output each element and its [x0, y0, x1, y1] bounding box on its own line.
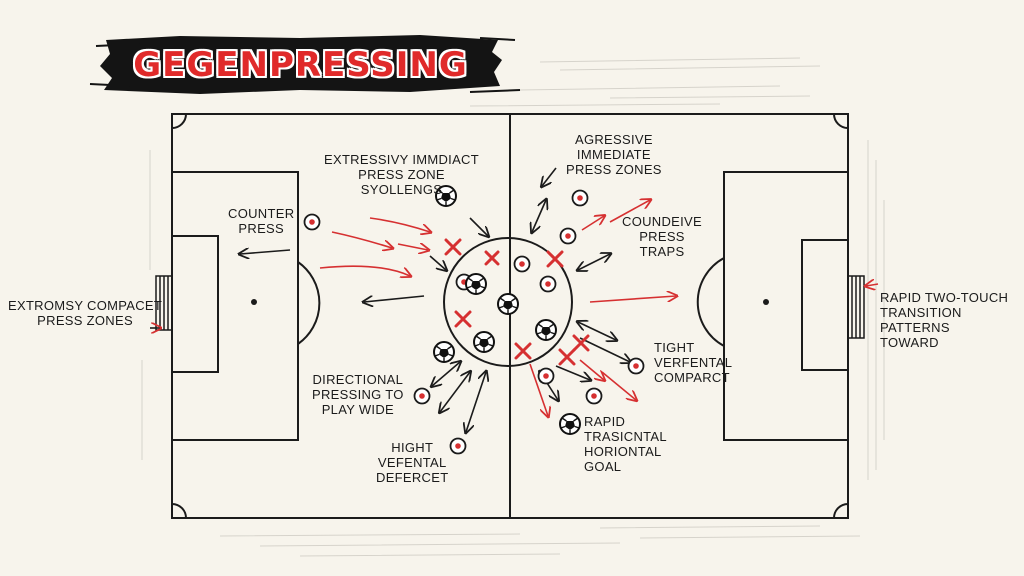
pressure-x-icon: [514, 342, 532, 360]
right-penalty-arc: [696, 257, 725, 347]
right-penalty-box: [723, 171, 849, 441]
pressure-x-icon: [558, 348, 576, 366]
label-hight-vefental: HIGHT VEFENTAL DEFERCET: [376, 440, 449, 485]
page-title: GEGENPRESSING: [133, 45, 468, 85]
player-marker-icon: [571, 189, 589, 207]
center-circle: [443, 237, 573, 367]
label-counter-press: COUNTER PRESS: [228, 206, 295, 236]
football-pitch: [171, 113, 849, 519]
left-six-yard-box: [171, 235, 219, 373]
pressure-x-icon: [444, 238, 462, 256]
soccer-ball-icon: [497, 293, 519, 315]
soccer-ball-icon: [465, 273, 487, 295]
label-rapid-two-touch: RAPID TWO-TOUCH TRANSITION PATTERNS TOWA…: [880, 290, 1009, 350]
black-arrows: [150, 167, 630, 432]
left-penalty-arc: [297, 261, 321, 345]
title-banner-wrap: GEGENPRESSING: [98, 34, 503, 96]
pressure-markers: [444, 238, 590, 366]
label-tight-verfental: TIGHT VERFENTAL COMPARCT: [654, 340, 733, 385]
label-extressivy-immdiact: EXTRESSIVY IMMDIACT PRESS ZONE SYOLLENGS: [324, 152, 479, 197]
pressure-x-icon: [546, 250, 564, 268]
soccer-ball-icon: [433, 341, 455, 363]
red-arrows: [319, 200, 879, 416]
right-penalty-spot: [763, 299, 769, 305]
pressure-x-icon: [484, 250, 500, 266]
player-marker-icon: [537, 367, 555, 385]
player-marker-icon: [303, 213, 321, 231]
right-six-yard-box: [801, 239, 849, 371]
label-coundeive-press-traps: COUNDEIVE PRESS TRAPS: [622, 214, 702, 259]
player-marker-icon: [627, 357, 645, 375]
soccer-ball-icon: [559, 413, 581, 435]
player-marker-icon: [539, 275, 557, 293]
left-penalty-spot: [251, 299, 257, 305]
pressure-x-icon: [454, 310, 472, 328]
player-marker-icon: [513, 255, 531, 273]
soccer-balls: [433, 185, 581, 435]
pressure-x-icon: [572, 334, 590, 352]
player-markers: [303, 189, 645, 455]
goals: [155, 275, 865, 339]
player-marker-icon: [413, 387, 431, 405]
title-brush-strokes: [89, 37, 521, 93]
label-directional-pressing: DIRECTIONAL PRESSING TO PLAY WIDE: [312, 372, 404, 417]
player-marker-icon: [585, 387, 603, 405]
soccer-ball-icon: [473, 331, 495, 353]
label-extromsy-compacet: EXTROMSY COMPACET PRESS ZONES: [8, 298, 163, 328]
player-marker-icon: [449, 437, 467, 455]
label-agressive-immediate: AGRESSIVE IMMEDIATE PRESS ZONES: [566, 132, 662, 177]
background-sketch-lines: [141, 57, 885, 557]
soccer-ball-icon: [535, 319, 557, 341]
player-marker-icon: [559, 227, 577, 245]
label-rapid-trasicntal: RAPID TRASICNTAL HORIONTAL GOAL: [584, 414, 667, 474]
title-banner: [100, 35, 502, 94]
